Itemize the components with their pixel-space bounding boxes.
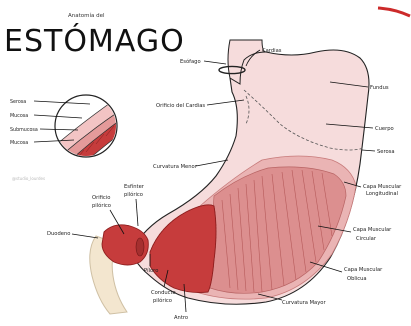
- page-subtitle: Anatomía del: [68, 12, 105, 19]
- label-conducto-1: Conducto: [151, 290, 176, 296]
- label-cuerpo: Cuerpo: [375, 126, 394, 132]
- pyloric-orifice: [136, 238, 144, 256]
- label-capa-longitudinal-2: Longitudinal: [366, 191, 398, 197]
- label-orificio-pilorico-1: Orificio: [92, 195, 110, 201]
- watermark: @studio_lourdes: [12, 176, 45, 181]
- label-capa-oblicua-2: Oblicua: [347, 276, 367, 282]
- label-duodeno: Duodeno: [47, 231, 70, 237]
- red-corner-stroke: [378, 8, 410, 16]
- page-title: ESTÓMAGO: [4, 22, 185, 59]
- inset-label-submucosa: Submucosa: [10, 127, 38, 133]
- label-fundus: Fundus: [370, 85, 389, 91]
- label-capa-longitudinal-1: Capa Muscular: [363, 184, 402, 190]
- label-curvatura-mayor: Curvatura Mayor: [282, 300, 326, 306]
- label-cardias: Cardias: [262, 48, 282, 54]
- label-piloro: Píloro: [144, 267, 158, 274]
- inset-label-mucosa-bottom: Mucosa: [10, 140, 28, 146]
- label-capa-circular-1: Capa Muscular: [353, 227, 392, 233]
- label-esfinter-1: Esfínter: [124, 183, 145, 190]
- label-capa-oblicua-1: Capa Muscular: [344, 267, 383, 273]
- label-conducto-2: pilórico: [153, 297, 172, 304]
- label-orificio-pilorico-2: pilórico: [92, 202, 111, 209]
- label-orificio-cardias: Orificio del Cardias: [156, 103, 205, 109]
- label-esofago: Esófago: [180, 58, 201, 65]
- inset-label-serosa: Serosa: [10, 99, 26, 105]
- label-capa-circular-2: Circular: [356, 236, 377, 242]
- inset-label-mucosa-top: Mucosa: [10, 113, 28, 119]
- label-curvatura-menor: Curvatura Menor: [153, 164, 198, 170]
- label-serosa: Serosa: [377, 149, 395, 155]
- label-esfinter-2: pilórico: [124, 191, 143, 198]
- label-antro: Antro: [174, 315, 188, 321]
